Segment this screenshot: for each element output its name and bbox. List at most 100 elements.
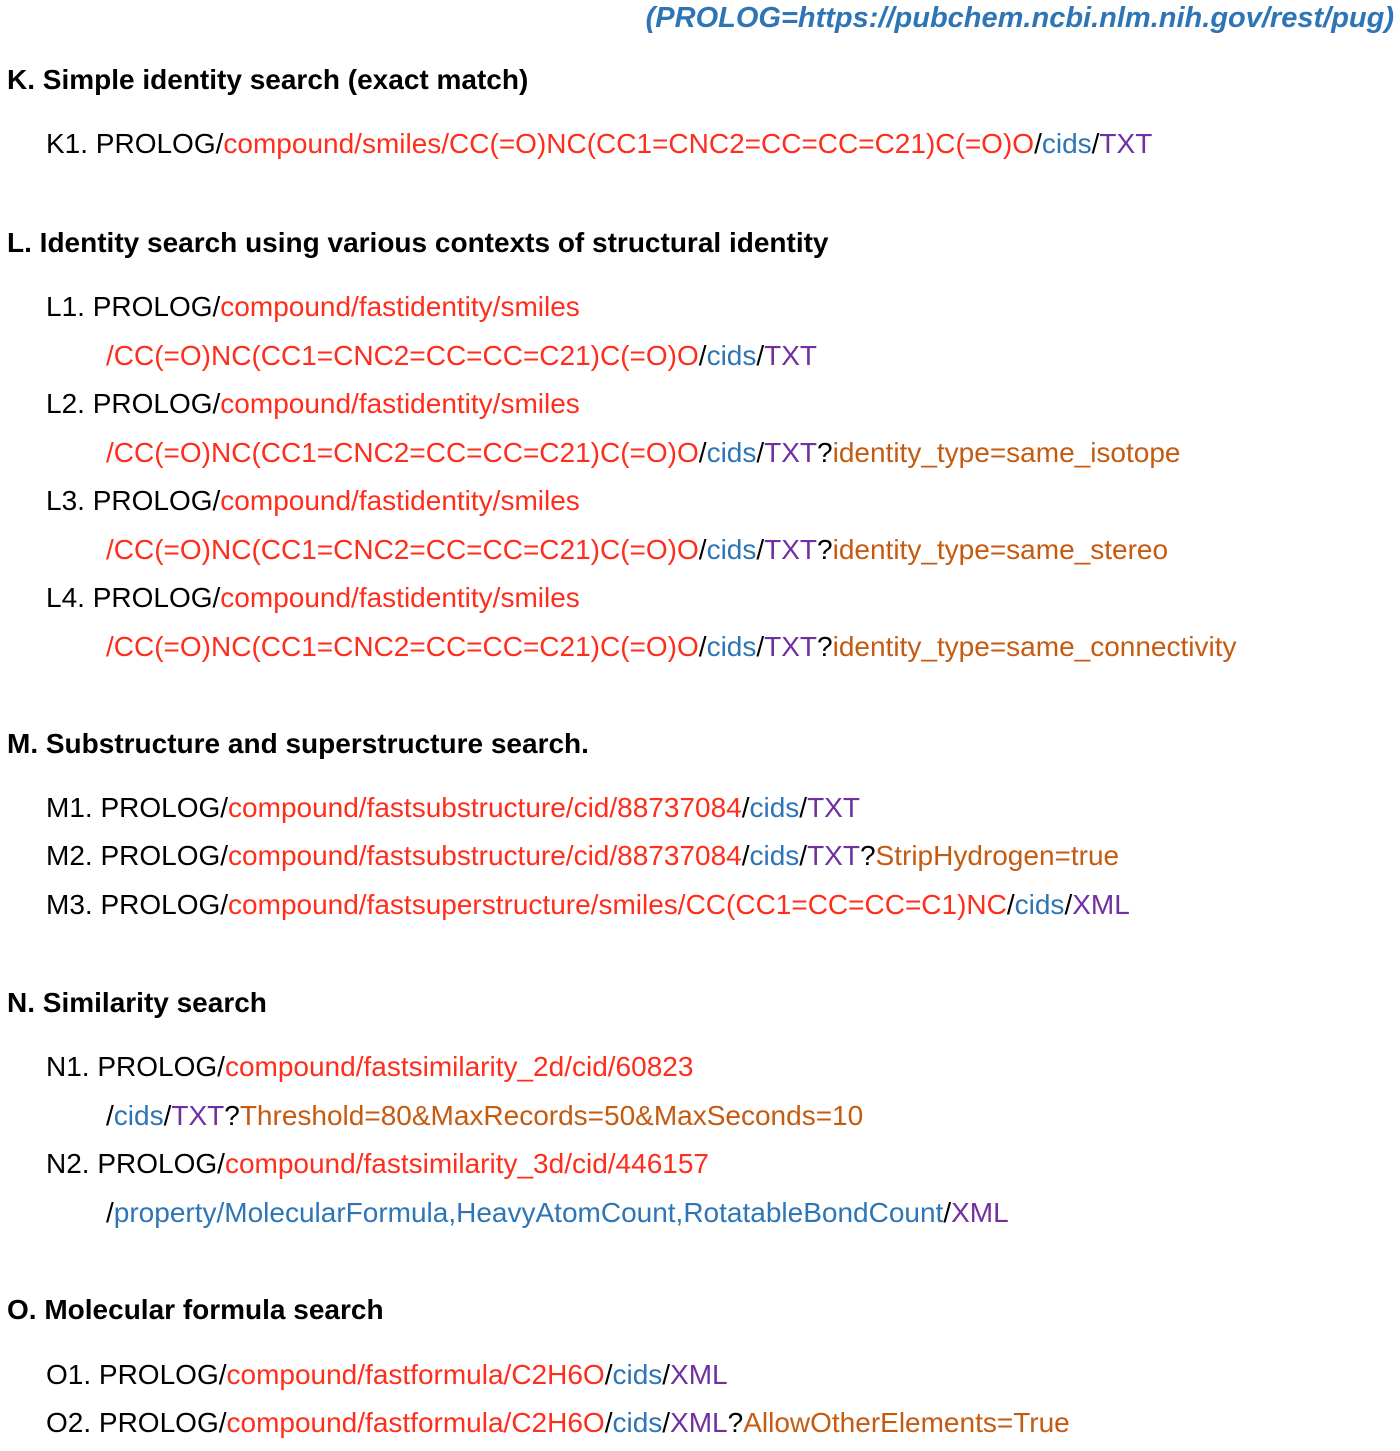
section-heading-m: M. Substructure and superstructure searc…: [7, 728, 589, 759]
url-segment-black: ?: [817, 437, 833, 468]
url-segment-blue: cids: [706, 340, 757, 371]
url-segment-black: /: [741, 840, 750, 871]
url-segment-blue: cids: [1041, 128, 1092, 159]
url-segment-black: /: [799, 840, 808, 871]
url-example-line: M1. PROLOG/compound/fastsubstructure/cid…: [46, 794, 860, 822]
url-continuation-line: /property/MolecularFormula,HeavyAtomCoun…: [106, 1199, 1009, 1227]
url-segment-red: /CC(=O)NC(CC1=CNC2=CC=CC=C21)C(=O)O: [106, 534, 699, 565]
url-segment-black: M3. PROLOG/: [46, 889, 229, 920]
url-segment-orange: AllowOtherElements=True: [743, 1407, 1070, 1438]
prolog-definition-note: (PROLOG=https://pubchem.ncbi.nlm.nih.gov…: [645, 2, 1394, 34]
url-segment-black: M1. PROLOG/: [46, 792, 229, 823]
url-continuation-line: /CC(=O)NC(CC1=CNC2=CC=CC=C21)C(=O)O/cids…: [106, 439, 1181, 467]
url-example-line: O2. PROLOG/compound/fastformula/C2H6O/ci…: [46, 1409, 1070, 1437]
url-segment-black: /: [1006, 889, 1015, 920]
url-segment-red: compound/fastidentity/smiles: [220, 291, 580, 322]
url-segment-black: N1. PROLOG/: [46, 1051, 225, 1082]
url-example-line: O1. PROLOG/compound/fastformula/C2H6O/ci…: [46, 1361, 728, 1389]
url-segment-black: K1. PROLOG/: [46, 128, 224, 159]
url-segment-black: N2. PROLOG/: [46, 1148, 225, 1179]
url-segment-purple: XML: [670, 1359, 728, 1390]
url-segment-orange: identity_type=same_isotope: [832, 437, 1181, 468]
url-segment-black: /: [1064, 889, 1073, 920]
url-segment-red: compound/smiles/CC(=O)NC(CC1=CNC2=CC=CC=…: [223, 128, 1035, 159]
url-segment-red: compound/fastformula/C2H6O: [226, 1359, 605, 1390]
url-segment-red: compound/fastidentity/smiles: [220, 582, 580, 613]
url-example-line: L1. PROLOG/compound/fastidentity/smiles: [46, 293, 580, 321]
url-example-line: N2. PROLOG/compound/fastsimilarity_3d/ci…: [46, 1150, 709, 1178]
url-segment-blue: cids: [1014, 889, 1065, 920]
url-segment-black: /: [163, 1100, 172, 1131]
url-segment-black: /: [756, 340, 765, 371]
url-segment-black: ?: [224, 1100, 240, 1131]
url-segment-red: compound/fastsubstructure/cid/88737084: [228, 792, 742, 823]
url-segment-red: /CC(=O)NC(CC1=CNC2=CC=CC=C21)C(=O)O: [106, 340, 699, 371]
url-segment-blue: property/MolecularFormula,HeavyAtomCount…: [113, 1197, 944, 1228]
url-segment-black: L1. PROLOG/: [46, 291, 221, 322]
url-segment-black: /: [698, 534, 707, 565]
url-segment-black: L3. PROLOG/: [46, 485, 221, 516]
url-segment-black: /: [698, 631, 707, 662]
url-segment-purple: XML: [951, 1197, 1009, 1228]
url-segment-black: /: [1091, 128, 1100, 159]
url-example-line: M2. PROLOG/compound/fastsubstructure/cid…: [46, 842, 1119, 870]
section-heading-l: L. Identity search using various context…: [7, 227, 829, 258]
url-segment-red: compound/fastsubstructure/cid/88737084: [228, 840, 742, 871]
url-segment-blue: cids: [749, 840, 800, 871]
url-segment-black: ?: [859, 840, 876, 871]
url-segment-red: /CC(=O)NC(CC1=CNC2=CC=CC=C21)C(=O)O: [106, 631, 699, 662]
url-continuation-line: /CC(=O)NC(CC1=CNC2=CC=CC=C21)C(=O)O/cids…: [106, 633, 1237, 661]
url-segment-black: /: [698, 437, 707, 468]
url-segment-orange: identity_type=same_connectivity: [832, 631, 1237, 662]
url-segment-black: /: [756, 534, 765, 565]
url-segment-purple: XML: [670, 1407, 728, 1438]
url-example-line: K1. PROLOG/compound/smiles/CC(=O)NC(CC1=…: [46, 130, 1152, 158]
section-heading-n: N. Similarity search: [7, 987, 267, 1018]
url-segment-black: /: [604, 1407, 613, 1438]
url-segment-black: /: [756, 631, 765, 662]
url-segment-black: /: [604, 1359, 613, 1390]
url-segment-black: /: [799, 792, 808, 823]
url-segment-blue: cids: [706, 534, 757, 565]
section-heading-o: O. Molecular formula search: [7, 1294, 384, 1325]
url-segment-orange: StripHydrogen=true: [875, 840, 1120, 871]
url-segment-purple: TXT: [764, 340, 818, 371]
url-segment-black: ?: [817, 534, 833, 565]
url-example-line: N1. PROLOG/compound/fastsimilarity_2d/ci…: [46, 1053, 693, 1081]
url-segment-purple: TXT: [807, 840, 860, 871]
url-segment-blue: cids: [706, 437, 757, 468]
url-segment-black: L4. PROLOG/: [46, 582, 221, 613]
url-segment-purple: TXT: [807, 792, 860, 823]
url-segment-black: /: [698, 340, 707, 371]
url-segment-blue: cids: [749, 792, 800, 823]
url-segment-black: /: [662, 1407, 671, 1438]
url-segment-black: O2. PROLOG/: [46, 1407, 227, 1438]
url-segment-red: compound/fastsimilarity_3d/cid/446157: [224, 1148, 709, 1179]
url-segment-black: ?: [727, 1407, 744, 1438]
url-continuation-line: /cids/TXT?Threshold=80&MaxRecords=50&Max…: [106, 1102, 863, 1130]
url-segment-purple: TXT: [1099, 128, 1153, 159]
url-segment-blue: cids: [113, 1100, 164, 1131]
url-segment-black: L2. PROLOG/: [46, 388, 221, 419]
url-segment-black: /: [106, 1197, 114, 1228]
url-example-line: L3. PROLOG/compound/fastidentity/smiles: [46, 487, 580, 515]
url-segment-red: compound/fastformula/C2H6O: [226, 1407, 605, 1438]
url-segment-black: M2. PROLOG/: [46, 840, 229, 871]
url-continuation-line: /CC(=O)NC(CC1=CNC2=CC=CC=C21)C(=O)O/cids…: [106, 536, 1168, 564]
section-heading-k: K. Simple identity search (exact match): [7, 64, 529, 95]
url-segment-black: /: [756, 437, 765, 468]
url-segment-black: /: [662, 1359, 671, 1390]
url-segment-red: compound/fastidentity/smiles: [220, 485, 580, 516]
url-segment-red: compound/fastsuperstructure/smiles/CC(CC…: [228, 889, 1007, 920]
url-continuation-line: /CC(=O)NC(CC1=CNC2=CC=CC=C21)C(=O)O/cids…: [106, 342, 817, 370]
url-segment-black: O1. PROLOG/: [46, 1359, 227, 1390]
url-segment-purple: TXT: [764, 437, 818, 468]
url-segment-purple: TXT: [764, 631, 818, 662]
url-segment-black: /: [1034, 128, 1042, 159]
url-segment-red: compound/fastidentity/smiles: [220, 388, 580, 419]
url-segment-black: /: [106, 1100, 114, 1131]
url-segment-black: ?: [817, 631, 833, 662]
url-segment-purple: TXT: [171, 1100, 225, 1131]
url-segment-blue: cids: [612, 1359, 663, 1390]
